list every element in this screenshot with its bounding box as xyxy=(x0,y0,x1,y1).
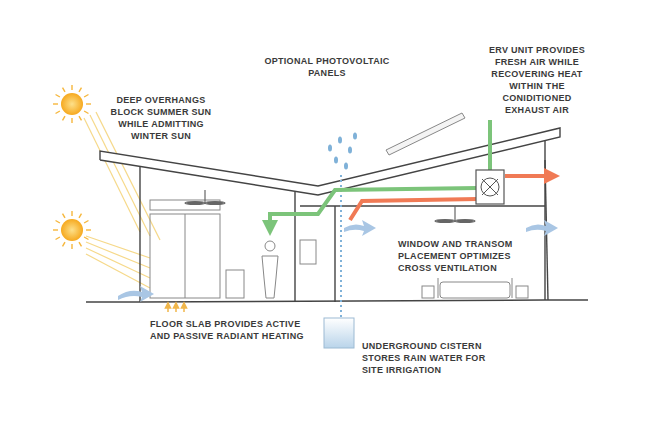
rain-drops xyxy=(334,157,338,164)
sun-ray xyxy=(84,221,88,224)
interior-furniture xyxy=(440,282,510,298)
building-section xyxy=(139,166,140,302)
sun-ray xyxy=(63,116,66,120)
callout-label: OPTIONAL PHOTOVOLTAIC PANELS xyxy=(262,55,392,79)
erv-unit xyxy=(476,170,504,204)
person-figure xyxy=(262,256,278,298)
interior-furniture xyxy=(300,240,316,264)
interior-furniture xyxy=(422,286,434,298)
sun-ray xyxy=(79,214,82,218)
building-section xyxy=(334,206,335,302)
ceiling-fan xyxy=(454,206,455,220)
callout-label: WINDOW AND TRANSOM PLACEMENT OPTIMIZES C… xyxy=(398,238,522,274)
ceiling-fan xyxy=(185,202,205,205)
glass-door xyxy=(185,214,186,298)
callout-label: DEEP OVERHANGS BLOCK SUMMER SUN WHILE AD… xyxy=(108,94,214,142)
breeze-arrow xyxy=(526,220,558,236)
sun-ray xyxy=(79,116,82,120)
ground-line xyxy=(86,301,140,303)
rain-drops xyxy=(328,145,332,152)
ceiling-fan xyxy=(435,220,455,223)
callout-label: FLOOR SLAB PROVIDES ACTIVE AND PASSIVE R… xyxy=(150,318,320,342)
exhaust-air-flow xyxy=(505,174,552,178)
callout-label: ERV UNIT PROVIDES FRESH AIR WHILE RECOVE… xyxy=(480,44,594,116)
breeze-arrow xyxy=(118,220,558,302)
sun-ray xyxy=(84,95,88,98)
sun-ray xyxy=(79,88,82,92)
breeze-arrow xyxy=(118,286,154,302)
ground-line xyxy=(140,300,545,302)
sun-ray xyxy=(63,88,66,92)
building-section xyxy=(300,205,545,206)
ground-line xyxy=(86,300,588,302)
erv-unit xyxy=(476,170,504,204)
sun-ray xyxy=(86,103,91,104)
exhaust-air-flow xyxy=(350,199,478,220)
radiant-heat-arrow xyxy=(167,305,169,312)
sun-symbol xyxy=(53,85,91,123)
fresh-air-flow xyxy=(270,188,478,228)
sun-symbol xyxy=(53,211,91,249)
sun-ray xyxy=(53,229,58,230)
sun-ray xyxy=(71,211,72,216)
radiant-heat-arrow xyxy=(183,305,185,312)
fresh-air-flow xyxy=(488,120,492,178)
cistern xyxy=(324,318,354,348)
sun-ray xyxy=(56,237,60,240)
sun-ray xyxy=(53,103,58,104)
erv-unit xyxy=(481,178,499,196)
sun-ray xyxy=(71,244,72,249)
interior-furniture xyxy=(516,286,528,298)
glass-door xyxy=(150,214,220,298)
interior-furniture xyxy=(438,278,439,298)
sun-ray xyxy=(56,111,60,114)
breeze-arrow xyxy=(344,220,376,236)
rain-drops xyxy=(353,133,357,140)
sun-disc xyxy=(61,219,83,241)
sun-disc xyxy=(61,93,83,115)
sun-ray xyxy=(86,229,91,230)
radiant-heat-arrow xyxy=(168,305,184,312)
erv-unit xyxy=(482,179,498,195)
rain-drops xyxy=(348,147,352,154)
sun-ray xyxy=(71,118,72,123)
erv-unit xyxy=(482,179,498,195)
building-section xyxy=(294,192,295,302)
rain-drops xyxy=(344,163,348,170)
interior-furniture xyxy=(512,278,513,298)
ceiling-fan xyxy=(204,190,205,202)
ground-line xyxy=(545,299,588,301)
photovoltaic-panel xyxy=(386,113,465,155)
glass-door xyxy=(150,200,220,298)
callout-label: UNDERGROUND CISTERN STORES RAIN WATER FO… xyxy=(362,340,492,376)
rain-drops xyxy=(338,137,342,144)
sun-ray xyxy=(63,214,66,218)
rainwater-path xyxy=(340,175,342,318)
sun-ray xyxy=(56,221,60,224)
sun-ray xyxy=(56,95,60,98)
sun-ray xyxy=(84,111,88,114)
photovoltaic-panel xyxy=(386,113,465,155)
radiant-heat-arrow xyxy=(175,305,177,312)
person-figure xyxy=(265,241,275,251)
person-figure xyxy=(262,241,278,298)
sun-ray xyxy=(79,242,82,246)
ceiling-fan xyxy=(205,202,225,205)
sun-ray xyxy=(71,85,72,90)
sun-ray xyxy=(63,242,66,246)
sun-ray xyxy=(84,237,88,240)
interior-furniture xyxy=(226,270,244,298)
ceiling-fan xyxy=(455,220,475,223)
rain-drops xyxy=(328,133,357,170)
cistern xyxy=(324,318,354,348)
